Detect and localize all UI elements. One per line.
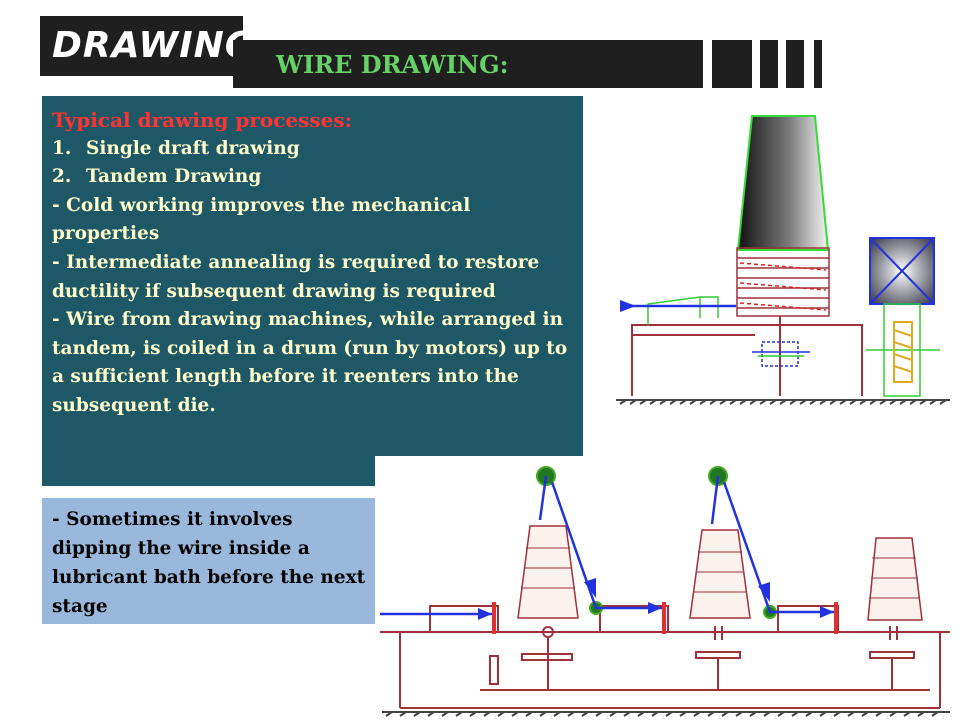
decor-bar-2	[760, 40, 778, 88]
worm-gear	[893, 321, 913, 383]
wire-input-arrow	[620, 300, 736, 312]
shaft-coupling	[752, 341, 810, 367]
bullet-item: - Intermediate annealing is required to …	[52, 249, 577, 306]
decor-bar-1	[712, 40, 752, 88]
list-item: 2. Tandem Drawing	[52, 163, 577, 192]
note-text: Sometimes it involves dipping the wire i…	[52, 509, 366, 617]
bullet-dash: -	[52, 509, 60, 530]
single-machine-ground	[616, 399, 950, 405]
capstan-drum	[517, 525, 923, 621]
title-bar	[233, 40, 703, 88]
section-heading: Typical drawing processes:	[52, 108, 353, 132]
bullet-item: - Wire from drawing machines, while arra…	[52, 306, 577, 420]
die-holder	[647, 296, 719, 325]
drum-coil-lines	[521, 547, 920, 599]
gearbox	[866, 303, 940, 397]
drive-motor	[869, 237, 935, 305]
list-number: 1.	[52, 137, 72, 159]
wire-path	[380, 475, 834, 616]
text-panel-extension	[42, 456, 375, 486]
bullet-dash: -	[52, 194, 60, 216]
bullet-text: Cold working improves the mechanical pro…	[52, 194, 471, 245]
bullet-text: Intermediate annealing is required to re…	[52, 251, 540, 302]
wire-coil	[736, 247, 830, 317]
list-item: 1. Single draft drawing	[52, 135, 577, 164]
lubricant-note: - Sometimes it involves dipping the wire…	[52, 505, 372, 621]
die-stand	[429, 605, 839, 633]
bullet-dash: -	[52, 309, 60, 331]
list-number: 2.	[52, 166, 72, 188]
tandem-frame	[380, 631, 950, 709]
process-description: Typical drawing processes: 1. Single draf…	[52, 106, 577, 421]
list-text: Single draft drawing	[86, 137, 300, 159]
logo-badge: DRAWING	[40, 16, 254, 76]
bullet-text: Wire from drawing machines, while arrang…	[52, 309, 568, 416]
logo-text: DRAWING	[52, 25, 256, 66]
page-title: WIRE DRAWING:	[276, 50, 509, 79]
tandem-ground	[382, 711, 950, 717]
decor-bar-3	[786, 40, 804, 88]
decor-bar-4	[814, 40, 822, 88]
draw-die	[492, 602, 838, 634]
drive-shaft	[489, 626, 915, 690]
capstan-drum	[736, 115, 830, 251]
bullet-item: - Cold working improves the mechanical p…	[52, 192, 577, 249]
bullet-dash: -	[52, 251, 60, 273]
note-panel	[42, 498, 375, 624]
text-panel	[42, 96, 583, 456]
list-text: Tandem Drawing	[86, 166, 262, 188]
wire-arrows	[478, 578, 834, 620]
